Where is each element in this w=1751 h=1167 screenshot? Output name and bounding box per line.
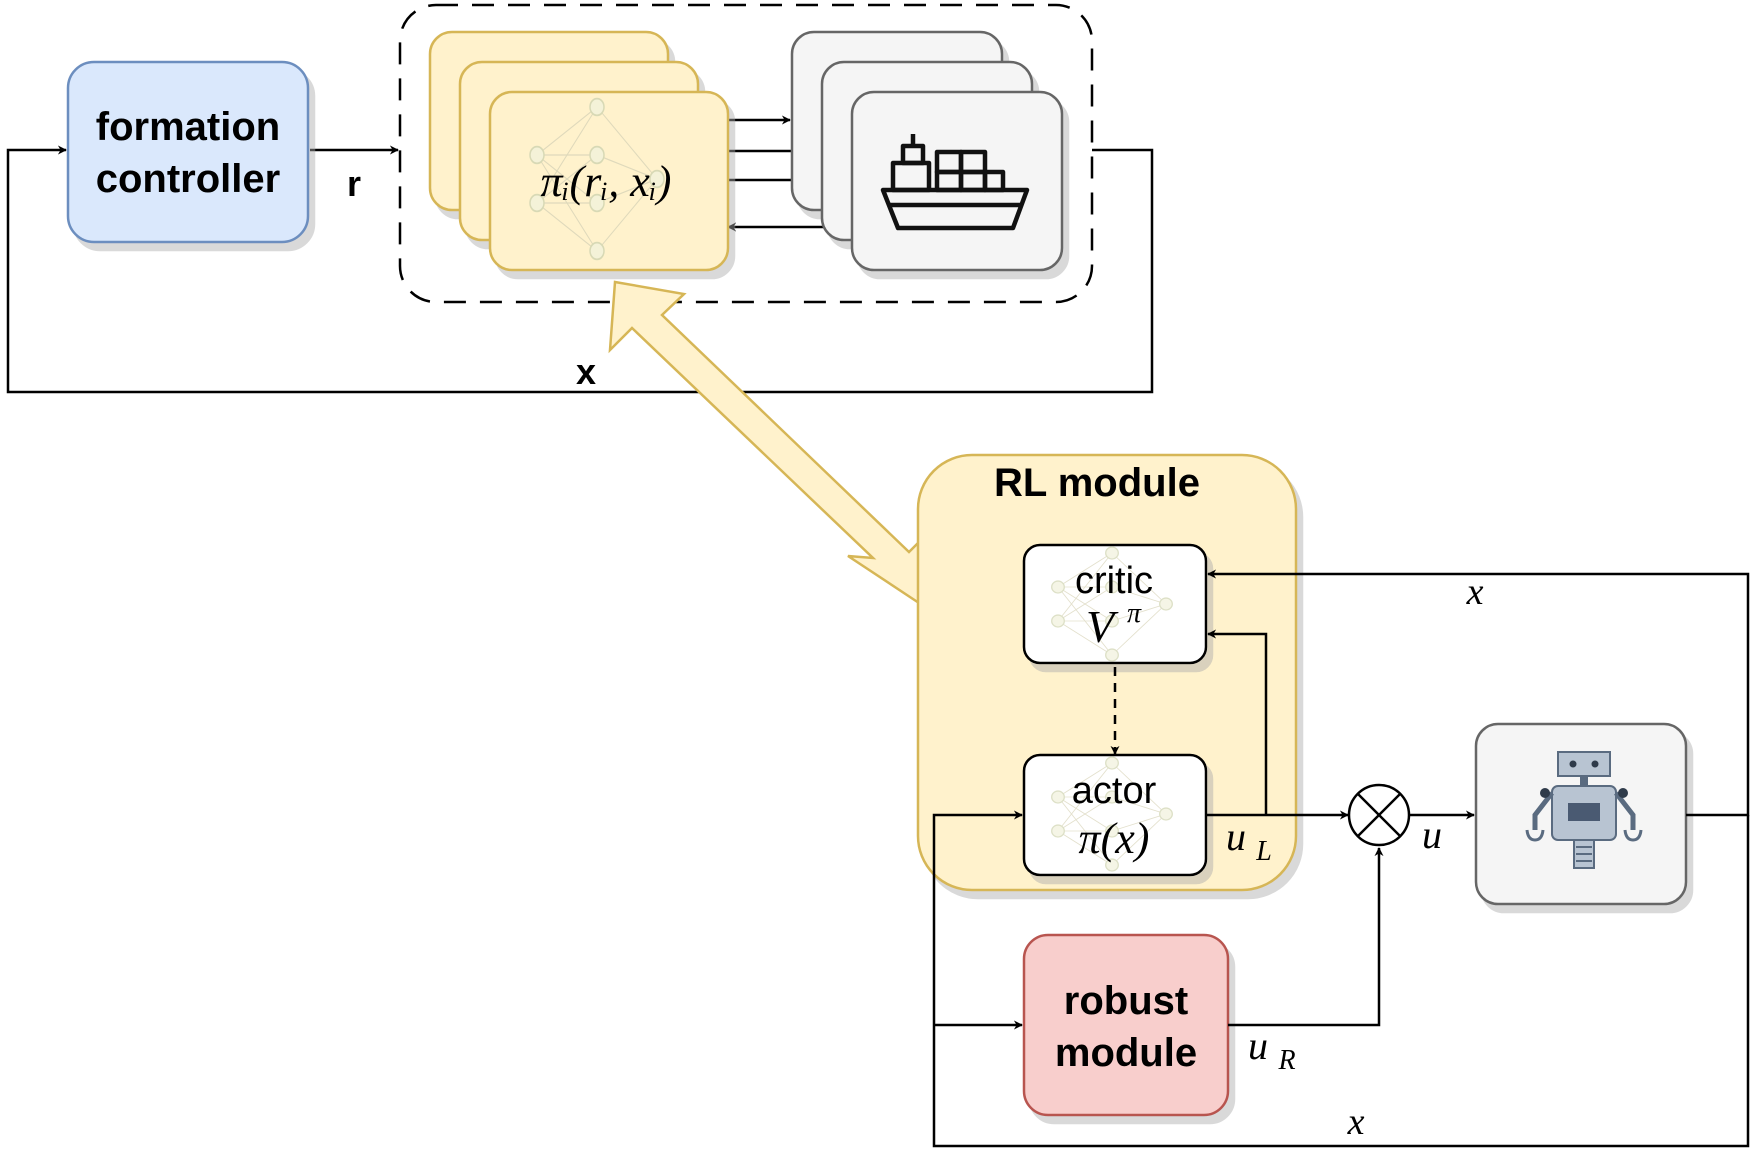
u-L-to-critic-arrow	[1207, 629, 1268, 815]
knowledge-transfer-arrow	[608, 280, 932, 606]
actor-label: actor	[1072, 770, 1157, 812]
r-label: r	[347, 163, 361, 204]
formation-controller-line1: formation	[96, 105, 280, 149]
policy-card-front	[488, 90, 730, 272]
ship-card-front	[850, 90, 1064, 272]
formation-controller[interactable]: formation controller	[66, 60, 310, 244]
container-ship-icon	[880, 134, 1030, 231]
policy-stack[interactable]: πᵢ(rᵢ, xᵢ)	[428, 30, 730, 272]
robust-module-line2: module	[1055, 1031, 1197, 1075]
svg-text:u: u	[1226, 814, 1246, 859]
x-bottom-label: x	[1347, 1101, 1365, 1143]
svg-text:L: L	[1255, 836, 1272, 867]
summation-junction	[1347, 783, 1411, 847]
x-critic-label: x	[1466, 571, 1484, 613]
robust-module[interactable]	[1022, 933, 1230, 1117]
critic-block[interactable]	[1022, 543, 1208, 665]
ship-stack[interactable]	[790, 30, 1064, 272]
x-to-critic-arrow	[1207, 569, 1750, 817]
actor-policy-label: π(x)	[1079, 814, 1150, 863]
u-L-label: u L	[1226, 814, 1272, 867]
svg-text:u: u	[1248, 1023, 1268, 1068]
critic-label: critic	[1075, 560, 1153, 602]
policy-label: πᵢ(rᵢ, xᵢ)	[541, 157, 672, 206]
rl-module-title: RL module	[994, 461, 1200, 505]
u-R-arrow	[1228, 847, 1384, 1027]
robust-module-line1: robust	[1064, 979, 1188, 1023]
x-bottom-feedback-line	[932, 810, 1750, 1148]
u-R-label: u R	[1248, 1023, 1296, 1076]
feedback-x-line	[6, 145, 1154, 394]
critic-value-superscript: π	[1127, 598, 1142, 629]
bottom-connections	[932, 569, 1750, 1148]
formation-controller-line2: controller	[96, 157, 280, 201]
u-label: u	[1422, 812, 1442, 857]
multi-agent-group	[398, 3, 1094, 304]
robot-icon	[1525, 751, 1643, 869]
svg-text:R: R	[1277, 1045, 1295, 1076]
x-feedback-label: x	[576, 351, 596, 392]
critic-value-symbol: V	[1086, 601, 1119, 652]
